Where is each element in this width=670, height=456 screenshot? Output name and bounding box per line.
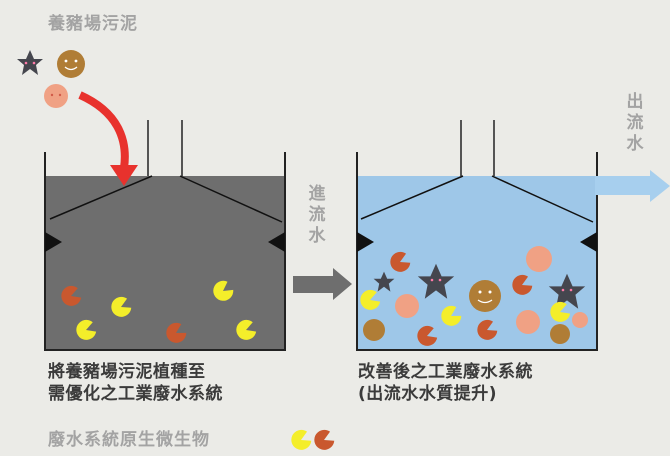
left-tank	[44, 120, 286, 351]
label-inflow-char: 流	[308, 205, 326, 225]
left-tank-weir-left	[45, 232, 62, 252]
label-outflow-char: 水	[626, 134, 644, 154]
right-tank-microbes	[357, 246, 588, 349]
title-sludge: 養豬場污泥	[48, 14, 138, 34]
label-inflow-char: 進	[308, 184, 326, 204]
caption-left-line: 需優化之工業廢水系統	[48, 384, 223, 404]
label-outflow-char: 流	[626, 113, 644, 133]
right-tank-baffle-right	[491, 175, 594, 223]
caption-left-line: 將養豬場污泥植種至	[48, 362, 206, 382]
red-inoculation-arrow	[78, 91, 138, 186]
inflow-arrow	[293, 268, 352, 300]
caption-right: 改善後之工業廢水系統 (出流水水質提升)	[358, 361, 533, 405]
outflow-arrow	[595, 170, 670, 202]
left-tank-baffle-left	[49, 175, 153, 220]
dark-star-microbe	[17, 50, 43, 75]
caption-left: 將養豬場污泥植種至 需優化之工業廢水系統	[48, 361, 223, 405]
pink-blob-microbe	[44, 84, 68, 108]
right-tank-weir-left	[357, 232, 374, 252]
label-outflow-char: 出	[626, 92, 644, 112]
legend-yellow-microbe	[288, 427, 314, 454]
label-outflow: 出 流 水	[624, 92, 646, 155]
brown-blob-microbe	[57, 50, 85, 78]
right-tank-weir-right	[580, 232, 597, 252]
caption-right-line: (出流水水質提升)	[358, 384, 498, 404]
label-inflow-char: 水	[308, 226, 326, 246]
legend-orange-microbe	[311, 427, 337, 454]
left-tank-weir-right	[268, 232, 285, 252]
caption-right-line: 改善後之工業廢水系統	[358, 362, 533, 382]
right-tank-baffle-left	[360, 175, 464, 220]
label-inflow: 進 流 水	[306, 184, 328, 247]
legend-native-microbes: 廢水系統原生微生物	[48, 430, 210, 450]
left-tank-baffle-right	[179, 175, 283, 223]
legend-icons	[288, 427, 337, 454]
sludge-microbes	[17, 50, 85, 108]
